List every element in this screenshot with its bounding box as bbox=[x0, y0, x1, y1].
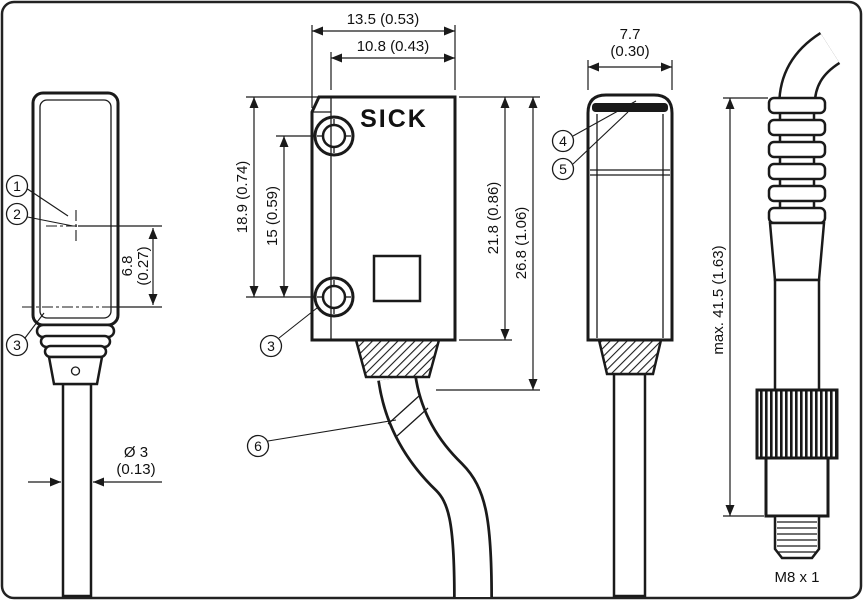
callout-3-leader-side bbox=[278, 307, 318, 339]
dim-body-height-label: 21.8 (0.86) bbox=[485, 182, 502, 255]
callout-2-number: 2 bbox=[13, 206, 21, 222]
callout-6-leader bbox=[267, 419, 397, 442]
callout-1-circle bbox=[5, 174, 29, 198]
dim-optical-axis-offset: 6.8 (0.27) bbox=[78, 225, 162, 308]
upper-hole-ticks bbox=[317, 119, 351, 153]
dim-depth-label: 7.7 bbox=[620, 26, 641, 43]
dim-cable-diameter-inch-label: (0.13) bbox=[116, 461, 155, 478]
dim-connector-length-label: max. 41.5 (1.63) bbox=[710, 245, 727, 354]
callout-1-number: 1 bbox=[13, 178, 21, 194]
side-cable-gland bbox=[354, 338, 441, 379]
dim-hole-spacing: 15 (0.59) bbox=[264, 135, 316, 297]
dim-width-front-label: 10.8 (0.43) bbox=[357, 38, 430, 55]
connector-group: M8 x 1 bbox=[755, 31, 841, 586]
callout-5-leader bbox=[572, 111, 629, 165]
callout-2-circle bbox=[5, 202, 29, 226]
callout-4-leader bbox=[572, 100, 637, 137]
connector-barrel-lower bbox=[764, 456, 830, 518]
dim-cable-diameter-label: Ø 3 bbox=[124, 444, 148, 461]
front-body bbox=[31, 91, 120, 327]
front-gland-detail bbox=[70, 366, 81, 376]
callout-6-circle bbox=[246, 434, 270, 458]
connector-barrel-upper bbox=[773, 278, 821, 392]
side-cable-group bbox=[354, 338, 493, 598]
dim-connector-length: max. 41.5 (1.63) bbox=[710, 97, 768, 517]
front-cable-group bbox=[61, 382, 93, 598]
end-callouts: 4 5 bbox=[551, 100, 637, 181]
front-callouts: 1 2 3 bbox=[5, 174, 74, 357]
connector-thread-label: M8 x 1 bbox=[774, 569, 819, 586]
dim-optical-axis-offset-inch-label: (0.27) bbox=[135, 246, 152, 285]
dim-depth: 7.7 (0.30) bbox=[587, 26, 673, 90]
dim-height-with-gland-label: 26.8 (1.06) bbox=[513, 207, 530, 280]
front-collar-rib-3 bbox=[43, 344, 108, 359]
dim-height-with-gland: 26.8 (1.06) bbox=[436, 97, 540, 391]
dim-depth-inch-label: (0.30) bbox=[610, 43, 649, 60]
dim-top-to-lower-hole-label: 18.9 (0.74) bbox=[234, 161, 251, 234]
callout-6-number: 6 bbox=[254, 438, 262, 454]
front-view: 1 2 3 6.8 (0.27) Ø 3 (0.13) bbox=[5, 91, 162, 598]
front-cable bbox=[61, 382, 93, 598]
end-cable bbox=[612, 372, 647, 598]
side-cable-fill bbox=[379, 375, 491, 598]
callout-3-number-side: 3 bbox=[267, 338, 275, 354]
dim-width-front: 10.8 (0.43) bbox=[330, 38, 455, 90]
side-body bbox=[310, 95, 457, 342]
end-cable-gland bbox=[597, 338, 663, 376]
callout-1-leader bbox=[27, 188, 69, 217]
end-view: 4 5 7.7 (0.30) bbox=[551, 26, 674, 598]
side-view: SICK 13.5 (0.53) bbox=[234, 11, 540, 598]
connector-view: M8 x 1 max. 41.5 (1.63) bbox=[710, 31, 841, 586]
end-cable-group bbox=[597, 338, 663, 598]
connector-taper bbox=[768, 221, 826, 282]
dim-cable-diameter: Ø 3 (0.13) bbox=[28, 444, 162, 487]
front-body-inner bbox=[39, 99, 112, 319]
dim-body-height: 21.8 (0.86) bbox=[459, 96, 540, 341]
side-cable-flex-mark-2 bbox=[396, 407, 429, 437]
callout-5-number: 5 bbox=[559, 161, 567, 177]
dim-width-total-label: 13.5 (0.53) bbox=[347, 11, 420, 28]
dim-optical-axis-offset-label: 6.8 bbox=[119, 256, 136, 277]
connector-thread-tip bbox=[773, 514, 821, 560]
front-gland-nut bbox=[47, 355, 104, 386]
end-body bbox=[586, 93, 674, 342]
strain-relief-ribs bbox=[767, 96, 827, 225]
connector-knurled-nut bbox=[755, 388, 839, 460]
end-lens-band bbox=[592, 103, 668, 112]
callout-3-number-front: 3 bbox=[13, 337, 21, 353]
side-reference-square bbox=[372, 254, 422, 303]
connector-thread-lines bbox=[777, 521, 817, 553]
sick-logo: SICK bbox=[360, 105, 428, 133]
side-callouts: 3 6 bbox=[246, 307, 397, 458]
side-cable-flex-mark-1 bbox=[387, 395, 420, 425]
callout-2-leader bbox=[27, 216, 74, 227]
callout-3-circle-side bbox=[259, 334, 283, 358]
dim-top-to-lower-hole: 18.9 (0.74) bbox=[234, 96, 318, 298]
dim-hole-spacing-label: 15 (0.59) bbox=[264, 186, 281, 246]
end-body-group bbox=[586, 93, 674, 342]
lower-hole-ticks bbox=[317, 280, 351, 314]
side-body-group: SICK bbox=[310, 95, 457, 342]
callout-4-circle bbox=[551, 129, 575, 153]
callout-4-number: 4 bbox=[559, 133, 567, 149]
callout-3-leader-front bbox=[24, 312, 45, 339]
callout-5-circle bbox=[551, 157, 575, 181]
callout-3-circle-front bbox=[5, 333, 29, 357]
